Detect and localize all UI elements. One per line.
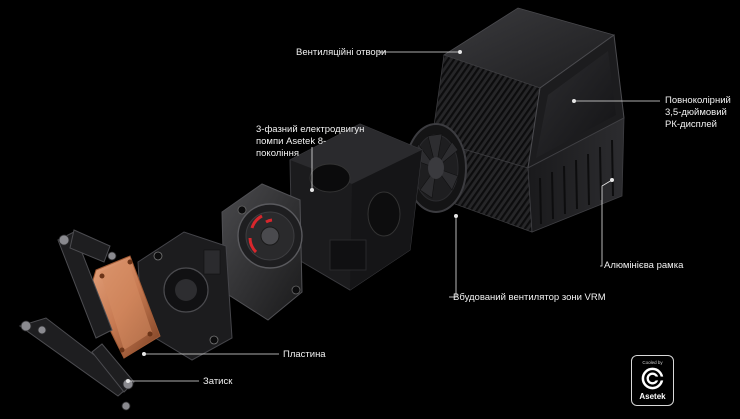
label-lcd-display: Повноколірний 3,5-дюймовий РК-дисплей bbox=[665, 95, 731, 130]
label-clamp: Затиск bbox=[203, 376, 233, 387]
label-pump-motor: 3-фазний електродвигун помпи Asetek 8-по… bbox=[256, 124, 365, 159]
asetek-badge: Cooled by Asetek bbox=[631, 355, 674, 406]
copper-cold-plate bbox=[89, 255, 161, 359]
asetek-ring-icon bbox=[641, 367, 664, 390]
pump-motor bbox=[221, 183, 303, 321]
label-plate: Пластина bbox=[283, 349, 326, 360]
mounting-clamps bbox=[18, 229, 135, 397]
pump-body-housing bbox=[289, 123, 423, 291]
label-aluminum-frame: Алюмінієва рамка bbox=[604, 260, 684, 271]
base-housing bbox=[137, 231, 233, 361]
leader-lines bbox=[126, 50, 660, 383]
pump-head-housing bbox=[431, 7, 625, 233]
label-vrm-fan: Вбудований вентилятор зони VRM bbox=[453, 292, 606, 303]
label-vent-holes: Вентиляційні отвори bbox=[296, 47, 387, 58]
badge-brand-text: Asetek bbox=[639, 392, 666, 401]
badge-cooled-by-text: Cooled by bbox=[642, 360, 663, 365]
vrm-fan bbox=[405, 123, 467, 213]
